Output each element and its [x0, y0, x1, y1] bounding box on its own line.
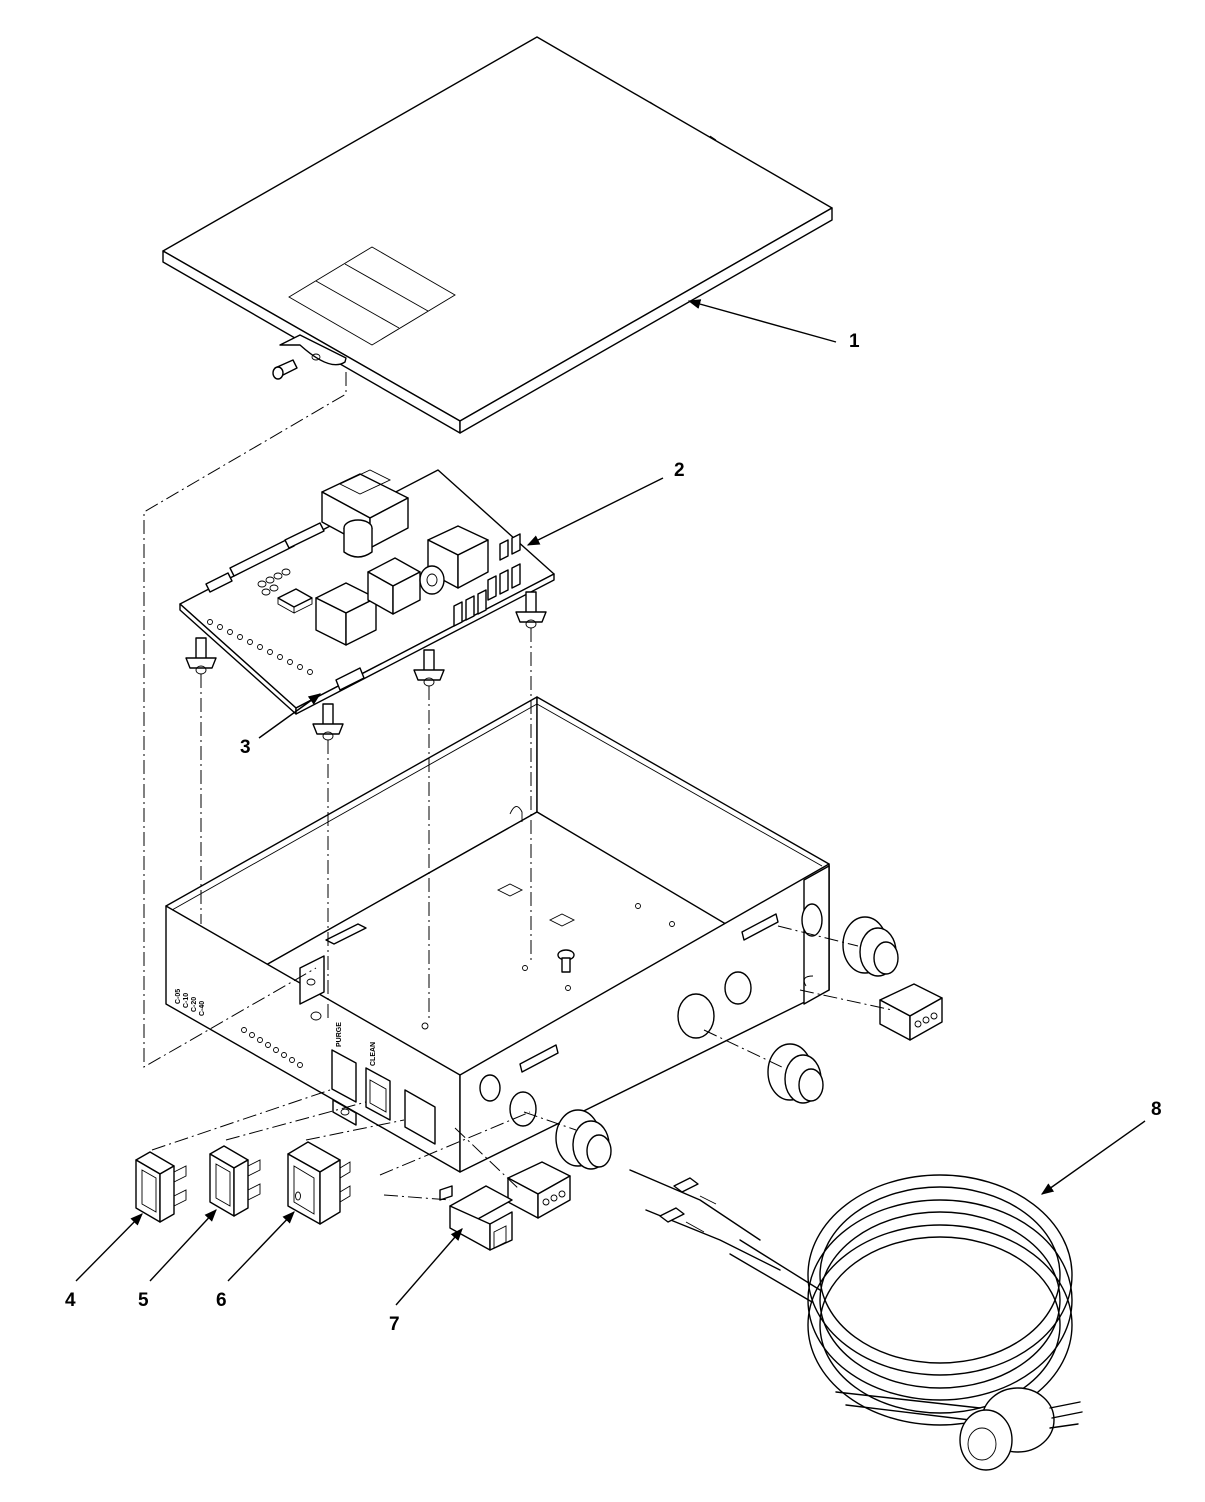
- front-panel-text: C-05 C-10 C-20 C-40: [175, 989, 206, 1016]
- callout-8: 8: [1151, 1099, 1162, 1120]
- svg-text:C-20: C-20: [191, 997, 198, 1012]
- clean-label: CLEAN: [370, 1042, 377, 1066]
- callout-leaders: [75, 299, 1146, 1306]
- standoffs: [185, 591, 547, 741]
- power-cord-8: [629, 1169, 1083, 1471]
- callout-2: 2: [674, 460, 685, 481]
- grommet-upper: [842, 916, 899, 977]
- rocker-switch-5: [209, 1145, 261, 1217]
- purge-label: PURGE: [336, 1022, 343, 1047]
- connector-upper: [879, 983, 943, 1041]
- circuit-breaker-7: [439, 1185, 513, 1251]
- grommet-lower: [767, 1043, 824, 1104]
- connector-lower: [507, 1161, 571, 1219]
- cover-part: [162, 36, 833, 434]
- cover-screw: [272, 359, 298, 380]
- standoff-left: [185, 637, 217, 675]
- standoff-mid: [413, 649, 445, 687]
- callout-6: 6: [216, 1290, 227, 1311]
- ground-screw: [557, 949, 575, 973]
- standoff-front: [312, 703, 344, 741]
- circuit-board: [179, 469, 555, 715]
- rocker-switch-4: [135, 1151, 187, 1223]
- callout-3: 3: [240, 737, 251, 758]
- callout-4: 4: [65, 1290, 76, 1311]
- enclosure-box: C-05 C-10 C-20 C-40 PURGE CLEAN: [165, 696, 830, 1173]
- svg-text:C-05: C-05: [175, 989, 182, 1004]
- callout-5: 5: [138, 1290, 149, 1311]
- callout-1: 1: [849, 331, 860, 352]
- standoff-right: [515, 591, 547, 629]
- power-switch-6: [287, 1141, 351, 1225]
- svg-text:C-40: C-40: [199, 1001, 206, 1016]
- callout-7: 7: [389, 1314, 400, 1335]
- assembly-center-lines: [143, 372, 893, 1201]
- svg-text:C-10: C-10: [183, 993, 190, 1008]
- grommet-cord: [555, 1109, 612, 1170]
